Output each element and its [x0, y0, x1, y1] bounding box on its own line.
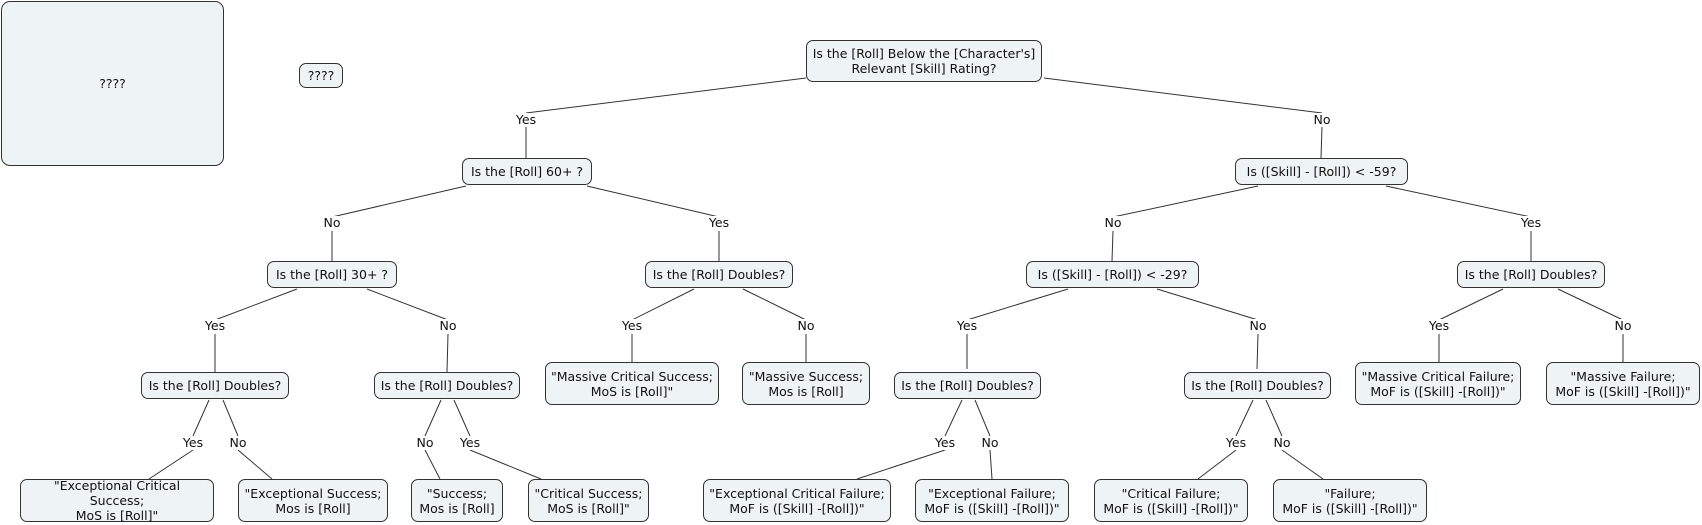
edge-label-no: No [1312, 112, 1332, 127]
question-roll-60-plus: Is the [Roll] 60+ ? [462, 158, 592, 185]
legend-box-small: ???? [299, 63, 343, 88]
edge-label-yes: Yes [458, 435, 482, 450]
edge-label-yes: Yes [707, 215, 731, 230]
outcome-exceptional-critical-failure: "Exceptional Critical Failure; MoF is ([… [703, 479, 891, 522]
edge-label-yes: Yes [1519, 215, 1543, 230]
outcome-massive-critical-failure: "Massive Critical Failure; MoF is ([Skil… [1355, 362, 1521, 405]
edge-label-no: No [1613, 318, 1633, 333]
outcome-exceptional-critical-success: "Exceptional Critical Success; MoS is [R… [20, 478, 214, 523]
outcome-critical-success: "Critical Success; MoS is [Roll]" [528, 479, 649, 522]
question-skill-minus-roll-59: Is ([Skill] - [Roll]) < -59? [1235, 158, 1408, 185]
edge-label-yes: Yes [933, 435, 957, 450]
edge-label-no: No [796, 318, 816, 333]
edge-label-no: No [438, 318, 458, 333]
outcome-exceptional-failure: "Exceptional Failure; MoF is ([Skill] -[… [915, 479, 1069, 522]
question-doubles-roll-30-no: Is the [Roll] Doubles? [374, 372, 520, 399]
edge-label-yes: Yes [1427, 318, 1451, 333]
question-doubles-skill-29-no: Is the [Roll] Doubles? [1184, 372, 1331, 399]
edge-label-no: No [322, 215, 342, 230]
outcome-massive-failure: "Massive Failure; MoF is ([Skill] -[Roll… [1546, 362, 1700, 405]
outcome-failure: "Failure; MoF is ([Skill] -[Roll])" [1273, 479, 1427, 522]
outcome-massive-success: "Massive Success; Mos is [Roll] [742, 362, 870, 405]
question-skill-minus-roll-29: Is ([Skill] - [Roll]) < -29? [1026, 261, 1199, 288]
question-roll-30-plus: Is the [Roll] 30+ ? [267, 261, 397, 288]
outcome-critical-failure: "Critical Failure; MoF is ([Skill] -[Rol… [1094, 479, 1248, 522]
edge-label-no: No [1272, 435, 1292, 450]
edge-label-yes: Yes [514, 112, 538, 127]
edge-label-no: No [1103, 215, 1123, 230]
edge-label-no: No [415, 435, 435, 450]
edge-label-no: No [980, 435, 1000, 450]
edge-label-yes: Yes [620, 318, 644, 333]
edge-label-yes: Yes [181, 435, 205, 450]
question-doubles-skill-59: Is the [Roll] Doubles? [1457, 261, 1605, 288]
edge-label-no: No [1248, 318, 1268, 333]
legend-box-large: ???? [1, 1, 224, 166]
outcome-success: "Success; Mos is [Roll] [411, 479, 503, 522]
outcome-exceptional-success: "Exceptional Success; Mos is [Roll] [238, 479, 388, 522]
outcome-massive-critical-success: "Massive Critical Success; MoS is [Roll]… [545, 362, 719, 405]
question-doubles-roll-60: Is the [Roll] Doubles? [645, 261, 793, 288]
edge-label-yes: Yes [203, 318, 227, 333]
edge-label-no: No [228, 435, 248, 450]
question-doubles-skill-29-yes: Is the [Roll] Doubles? [894, 372, 1041, 399]
edge-label-yes: Yes [1224, 435, 1248, 450]
root-question: Is the [Roll] Below the [Character's] Re… [806, 40, 1042, 82]
question-doubles-roll-30-yes: Is the [Roll] Doubles? [141, 372, 289, 399]
edge-label-yes: Yes [955, 318, 979, 333]
